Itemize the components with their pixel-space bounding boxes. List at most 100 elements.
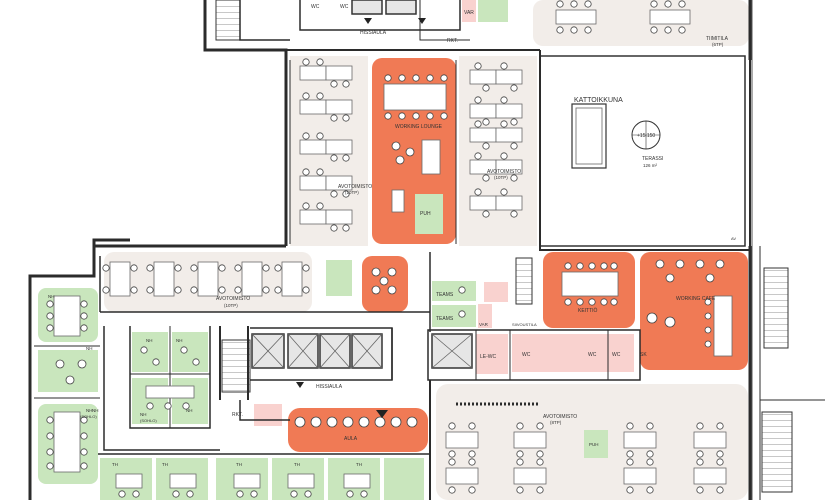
chair xyxy=(716,422,724,430)
chair xyxy=(482,142,490,150)
room-labels: WC WC HISSIAULA RKT. VAR TIIMITILA (6TP)… xyxy=(48,4,736,467)
chair xyxy=(448,450,456,458)
chair xyxy=(426,74,434,82)
label-aula: AULA xyxy=(344,436,358,442)
chair xyxy=(536,486,544,494)
puh-south-zone xyxy=(584,430,608,458)
chair xyxy=(564,298,572,306)
chair xyxy=(182,402,190,410)
chair xyxy=(190,286,198,294)
teams-2-zone xyxy=(432,305,476,327)
chair xyxy=(80,312,88,320)
chair xyxy=(516,422,524,430)
chair xyxy=(310,416,322,428)
chair xyxy=(130,264,138,272)
desk xyxy=(325,175,353,191)
desk xyxy=(495,127,523,143)
chair xyxy=(391,141,401,151)
chair xyxy=(234,264,242,272)
chair xyxy=(395,155,405,165)
label-av: AV xyxy=(731,236,736,241)
var-top-zone xyxy=(478,0,508,22)
chair xyxy=(646,450,654,458)
chair xyxy=(664,26,672,34)
label-wc-top2: WC xyxy=(340,4,349,10)
label-avotoimisto-south: AVOTOIMISTO xyxy=(543,414,577,420)
label-keittio: KEITTIÖ xyxy=(578,307,598,314)
desk xyxy=(299,209,327,225)
door-arrows xyxy=(296,18,426,418)
chair xyxy=(80,300,88,308)
chair xyxy=(342,154,350,162)
chair xyxy=(626,422,634,430)
chair xyxy=(46,462,54,470)
chair xyxy=(302,286,310,294)
chair xyxy=(468,486,476,494)
label-hissiaula-bottom: HISSIAULA xyxy=(316,384,343,390)
chair xyxy=(448,458,456,466)
chair xyxy=(274,286,282,294)
chair xyxy=(140,346,148,354)
chair xyxy=(80,416,88,424)
label-hissiaula-top: HISSIAULA xyxy=(360,30,387,36)
label-nh-west-1: NH xyxy=(86,408,93,413)
chair xyxy=(458,310,466,318)
chair xyxy=(412,74,420,82)
label-var-top: VAR xyxy=(464,10,474,16)
chair xyxy=(440,112,448,120)
le-wc-zone xyxy=(476,334,508,374)
chair xyxy=(102,264,110,272)
nh-2-zone xyxy=(172,332,208,372)
aula-zone xyxy=(288,408,428,452)
chair xyxy=(536,450,544,458)
chair xyxy=(146,264,154,272)
chair xyxy=(448,422,456,430)
desk xyxy=(325,99,353,115)
chair xyxy=(696,422,704,430)
chair xyxy=(360,490,368,498)
desk xyxy=(513,467,547,485)
teams-1-zone xyxy=(432,281,476,301)
desk xyxy=(53,411,81,473)
chair xyxy=(678,0,686,8)
chair xyxy=(152,358,160,366)
label-nh-3: NH xyxy=(140,412,147,417)
chair xyxy=(715,259,725,269)
chair xyxy=(262,286,270,294)
chair xyxy=(346,490,354,498)
label-tiimitila-count: (6TP) xyxy=(712,42,724,47)
chair xyxy=(186,490,194,498)
chair xyxy=(330,154,338,162)
chair xyxy=(384,74,392,82)
pink-small-zone xyxy=(484,282,508,302)
walls xyxy=(28,0,825,500)
label-sk: SK xyxy=(640,352,647,358)
desk xyxy=(233,473,261,489)
chair xyxy=(468,422,476,430)
chair xyxy=(474,120,482,128)
chair xyxy=(576,298,584,306)
chair xyxy=(102,286,110,294)
desk xyxy=(299,175,327,191)
chair xyxy=(80,432,88,440)
desk xyxy=(325,139,353,155)
chair xyxy=(342,80,350,88)
chair xyxy=(146,402,154,410)
chair xyxy=(588,262,596,270)
label-wc-top: WC xyxy=(311,4,320,10)
chair xyxy=(342,114,350,122)
chair xyxy=(46,432,54,440)
chair xyxy=(510,118,518,126)
chair xyxy=(675,259,685,269)
chair xyxy=(218,286,226,294)
desk xyxy=(281,261,303,297)
chair xyxy=(330,224,338,232)
desk xyxy=(623,467,657,485)
label-teams-1: TEAMS xyxy=(436,292,454,298)
label-terassi: TERASSI xyxy=(642,156,663,162)
chair xyxy=(556,26,564,34)
puh-mid-zone xyxy=(326,260,352,296)
chair xyxy=(302,58,310,66)
chairs xyxy=(46,0,725,498)
